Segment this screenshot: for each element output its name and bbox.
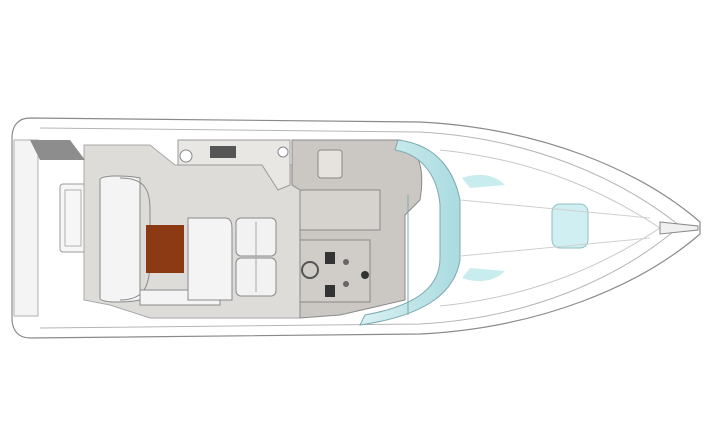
dark-corner [30,140,85,160]
display-2 [325,285,335,297]
forward-hatch [551,203,589,249]
companionway-seat [299,189,381,231]
port-vent [462,174,505,188]
aft-seat [99,175,141,303]
windshield [359,139,461,326]
galley [177,139,291,191]
side-seat [187,217,233,301]
display-1 [325,252,335,264]
stern-hatch [59,183,87,253]
stove [210,146,236,158]
helm-wheel-icon [301,261,319,279]
bow-pulpit [659,221,699,235]
starboard-vent [462,268,505,282]
sink-icon [179,149,193,163]
swim-platform [13,139,39,317]
table [146,225,184,273]
